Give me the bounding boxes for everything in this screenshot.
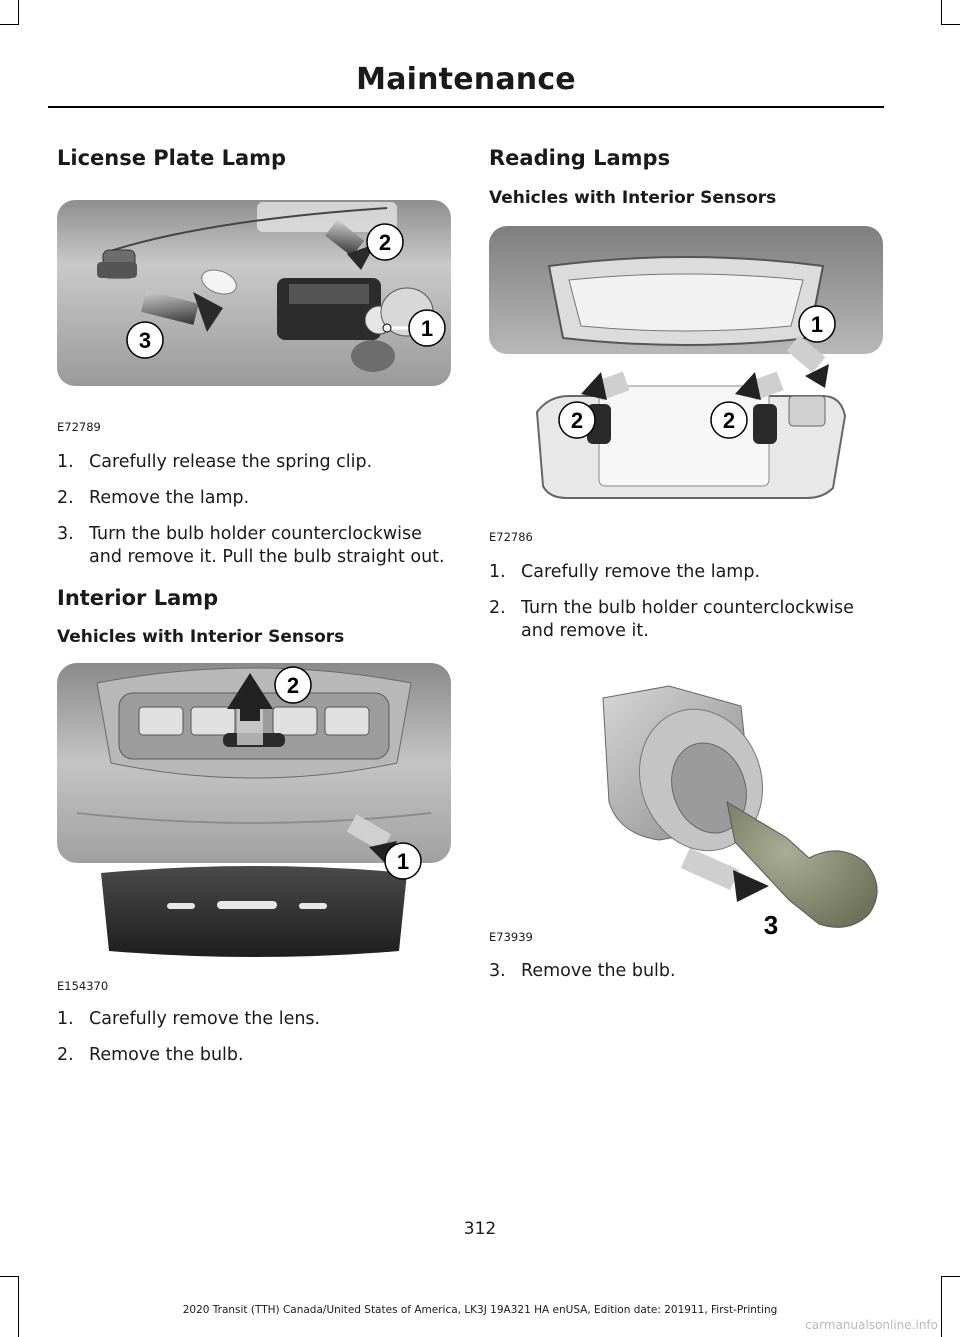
list-item: 1.Carefully remove the lens. <box>57 1009 321 1029</box>
arrow-2-icon <box>325 219 375 270</box>
svg-text:2: 2 <box>723 408 735 433</box>
bulb-illustration: 3 <box>602 685 878 940</box>
svg-text:2: 2 <box>287 673 299 698</box>
callout-3: 3 <box>126 321 164 359</box>
callout-2: 2 <box>366 223 404 261</box>
svg-text:2: 2 <box>571 408 583 433</box>
svg-text:1: 1 <box>811 312 823 337</box>
figure-interior-lamp: 2 1 <box>57 663 451 959</box>
callout-3: 3 <box>764 910 778 940</box>
footer-text: 2020 Transit (TTH) Canada/United States … <box>182 1304 778 1316</box>
figure-code: E73939 <box>489 930 533 944</box>
arrow-2-right-icon <box>735 371 784 401</box>
header-divider <box>48 106 884 108</box>
callout-1: 1 <box>798 305 836 343</box>
list-item: 1.Carefully remove the lamp. <box>489 562 761 582</box>
list-item: 1.Carefully release the spring clip. <box>57 452 373 472</box>
arrow-1-icon <box>346 814 397 865</box>
arrow-2-left-icon <box>581 371 630 401</box>
section-heading-interior-lamp: Interior Lamp <box>57 586 219 610</box>
callout-2: 2 <box>558 401 596 439</box>
arrow-1-icon <box>786 335 829 388</box>
reading-lamp-illustration: 1 2 2 <box>489 226 883 499</box>
figure-code: E72789 <box>57 420 101 434</box>
interior-lamp-steps: 1.Carefully remove the lens. 2.Remove th… <box>57 1008 451 1080</box>
figure-code: E154370 <box>57 979 109 993</box>
section-heading-license-plate-lamp: License Plate Lamp <box>57 146 287 170</box>
figure-license-plate-lamp: 1 2 3 <box>57 200 451 386</box>
callout-1: 1 <box>408 309 446 347</box>
arrow-3-icon <box>680 847 769 902</box>
page-number: 312 <box>463 1219 497 1239</box>
interior-lamp-illustration: 2 1 <box>57 663 451 957</box>
svg-text:3: 3 <box>139 328 151 353</box>
page-title: Maintenance <box>356 62 576 97</box>
list-item: 3.Remove the bulb. <box>489 961 676 981</box>
reading-lamp-steps: 1.Carefully remove the lamp. 2.Turn the … <box>489 561 883 656</box>
section-heading-reading-lamps: Reading Lamps <box>489 146 671 170</box>
figure-code: E72786 <box>489 530 533 544</box>
figure-bulb: 3 <box>489 662 883 940</box>
list-item: 2.Remove the lamp. <box>57 488 250 508</box>
watermark: carmanualsonline.info <box>805 1318 938 1332</box>
arrow-3-icon <box>141 290 223 332</box>
license-plate-lamp-illustration: 1 2 3 <box>57 200 451 386</box>
svg-text:2: 2 <box>379 230 391 255</box>
bulb-steps: 3.Remove the bulb. <box>489 960 883 996</box>
arrow-2-icon <box>227 673 273 745</box>
list-item: 2.Remove the bulb. <box>57 1045 244 1065</box>
license-plate-steps: 1.Carefully release the spring clip. 2.R… <box>57 451 451 582</box>
list-item: 3.Turn the bulb holder counterclockwise … <box>57 524 445 567</box>
subheading-interior-sensors: Vehicles with Interior Sensors <box>57 627 345 647</box>
callout-2: 2 <box>710 401 748 439</box>
list-item: 2.Turn the bulb holder counterclockwise … <box>489 598 854 641</box>
subheading-interior-sensors: Vehicles with Interior Sensors <box>489 188 777 208</box>
crop-mark-bottom-left <box>0 1276 19 1337</box>
svg-text:1: 1 <box>397 849 409 874</box>
crop-mark-top-left <box>0 0 19 25</box>
callout-1: 1 <box>384 842 422 880</box>
figure-reading-lamp: 1 2 2 <box>489 226 883 502</box>
crop-mark-top-right <box>941 0 960 25</box>
svg-text:1: 1 <box>421 316 433 341</box>
crop-mark-bottom-right <box>941 1276 960 1337</box>
callout-2: 2 <box>274 666 312 704</box>
